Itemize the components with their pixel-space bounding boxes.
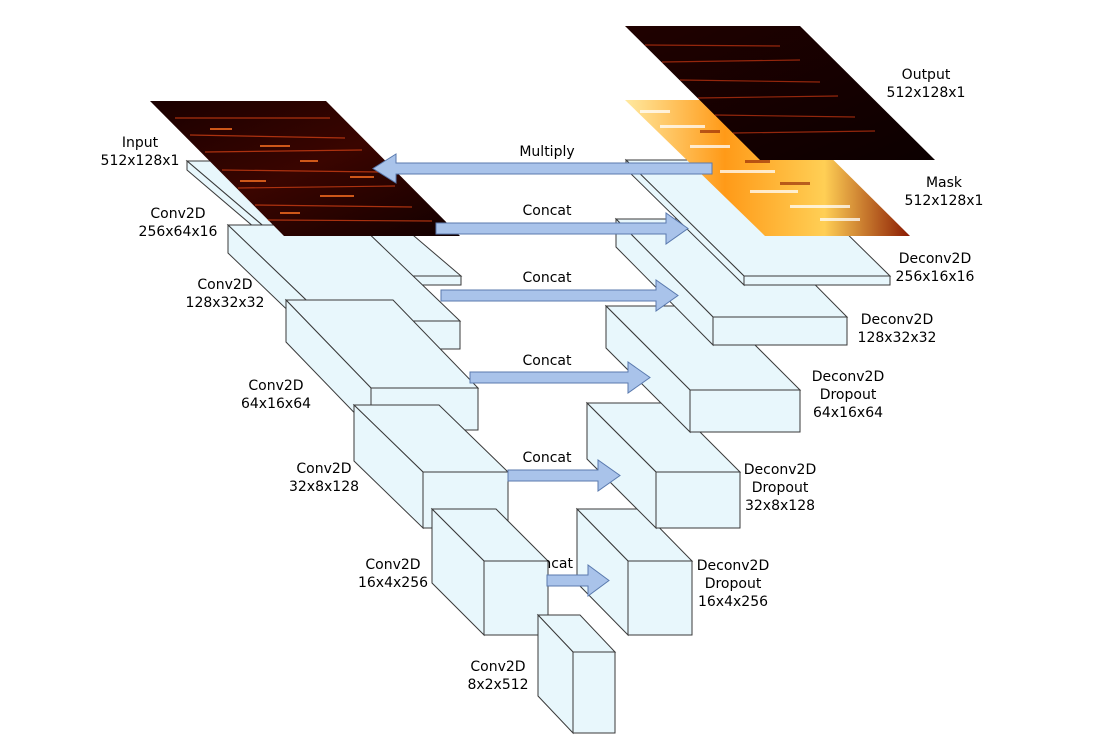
dec5-block [575, 507, 694, 637]
output-spectrogram [625, 26, 935, 160]
concat3-label: Concat [522, 353, 572, 369]
concat2-label: Concat [522, 270, 572, 286]
multiply-arrow [372, 153, 713, 184]
mask-spectrogram [625, 100, 910, 236]
concat4-arrow [507, 459, 621, 492]
dec4-block [585, 401, 742, 530]
dec3-block [604, 304, 802, 434]
concat4-label: Concat [522, 450, 572, 466]
concat5-label: Concat [547, 556, 573, 572]
concat2-arrow [440, 279, 679, 312]
concat5-arrow [546, 564, 610, 597]
concat1-label: Concat [522, 203, 572, 219]
concat1-arrow [435, 212, 689, 245]
input-spectrogram [150, 101, 460, 236]
concat3-arrow [469, 361, 651, 394]
multiply-label: Multiply [519, 144, 575, 160]
enc6-block [536, 613, 617, 735]
enc5-block [430, 507, 550, 637]
